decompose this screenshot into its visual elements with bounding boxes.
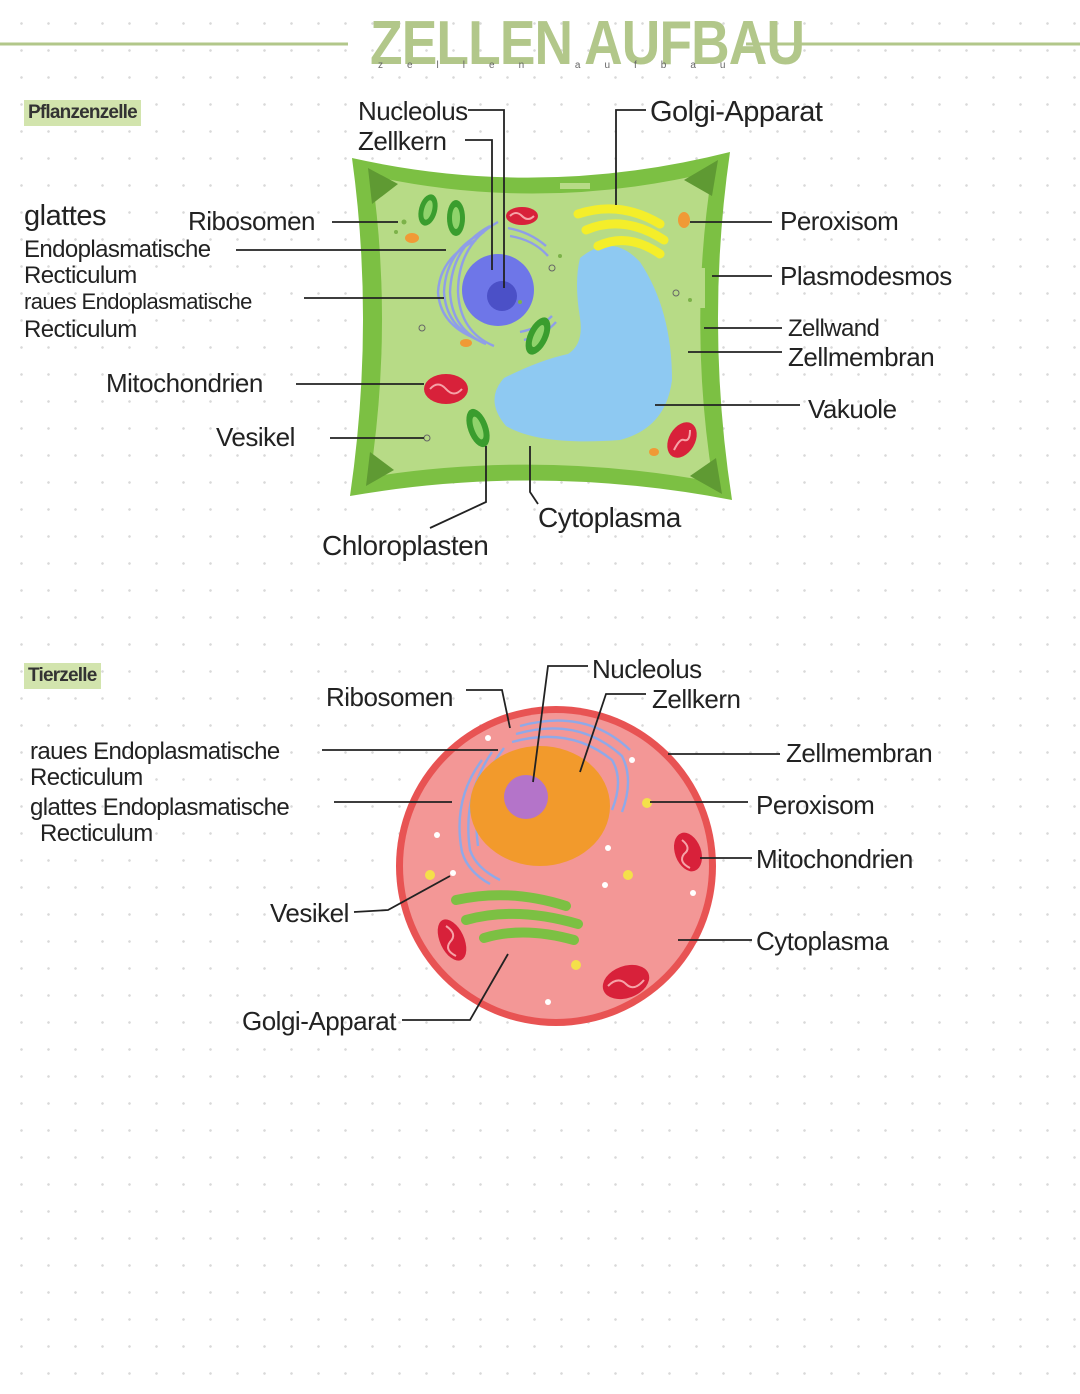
plant-label-er-smooth-2: Endoplasmatische [24, 236, 211, 263]
plant-chloroplasts [418, 194, 551, 448]
plant-label-vesikel: Vesikel [216, 422, 295, 452]
page-subtitle: zellen aufbau [378, 60, 750, 71]
plant-label-er-smooth-1: glattes [24, 200, 106, 232]
animal-label-er-smooth-1: glattes Endoplasmatische [30, 794, 290, 821]
animal-nucleolus [504, 775, 548, 819]
animal-cell-tag: Tierzelle [24, 663, 101, 689]
page-title: ZELLEN AUFBAU [370, 9, 805, 78]
plant-label-zellmembran: Zellmembran [788, 342, 935, 372]
plant-label-ribosomen: Ribosomen [188, 206, 316, 236]
animal-label-peroxisom: Peroxisom [756, 790, 875, 820]
animal-er [458, 719, 631, 886]
plant-label-chloroplasten: Chloroplasten [322, 530, 489, 561]
animal-label-zellkern: Zellkern [652, 684, 741, 714]
plant-mitochondria [424, 207, 697, 458]
plant-corner-4 [690, 458, 722, 494]
animal-vesicles [434, 735, 696, 1005]
plant-nucleolus [487, 281, 517, 311]
plant-label-zellkern: Zellkern [358, 126, 447, 156]
plant-corner-3 [366, 452, 394, 486]
animal-label-er-rough-1: raues Endoplasmatische [30, 738, 280, 765]
animal-peroxisomes [425, 798, 652, 970]
plant-cell [236, 109, 800, 529]
plant-label-nucleolus: Nucleolus [358, 96, 468, 126]
plant-corner-1 [368, 168, 398, 204]
animal-label-mitochondrien: Mitochondrien [756, 844, 913, 874]
animal-label-ribosomen: Ribosomen [326, 682, 454, 712]
animal-label-er-smooth-2: Recticulum [40, 820, 153, 847]
plant-cell-tag: Pflanzenzelle [24, 100, 141, 126]
animal-label-er-rough-2: Recticulum [30, 764, 143, 791]
plant-label-golgi: Golgi-Apparat [650, 96, 823, 128]
plant-label-plasmodesmos: Plasmodesmos [780, 261, 952, 291]
plant-ribosomes [394, 219, 692, 304]
animal-mitochondria [437, 832, 703, 1000]
animal-cell [322, 665, 780, 1026]
plant-peroxisomes [405, 212, 690, 456]
animal-golgi [451, 890, 583, 945]
animal-label-golgi: Golgi-Apparat [242, 1006, 396, 1036]
plant-corner-2 [684, 160, 718, 196]
plant-golgi [573, 204, 669, 259]
plant-leaders [236, 109, 800, 529]
plant-label-zellwand: Zellwand [788, 315, 880, 342]
plant-label-er-rough-1: raues Endoplasmatische [24, 289, 252, 314]
plant-vacuole [494, 245, 672, 442]
plant-label-peroxisom: Peroxisom [780, 206, 899, 236]
plant-label-mitochondrien: Mitochondrien [106, 368, 263, 398]
animal-label-vesikel: Vesikel [270, 898, 349, 928]
animal-label-cytoplasma: Cytoplasma [756, 926, 889, 956]
animal-label-nucleolus: Nucleolus [592, 654, 702, 684]
plant-wall-gap-top [560, 183, 590, 189]
plant-label-cytoplasma: Cytoplasma [538, 502, 681, 533]
plant-label-er-smooth-3: Recticulum [24, 262, 137, 289]
animal-label-zellmembran: Zellmembran [786, 738, 933, 768]
plant-wall-gap-right [699, 268, 705, 308]
plant-label-er-rough-2: Recticulum [24, 316, 137, 343]
plant-label-vakuole: Vakuole [808, 394, 897, 424]
animal-leaders [322, 665, 780, 1021]
